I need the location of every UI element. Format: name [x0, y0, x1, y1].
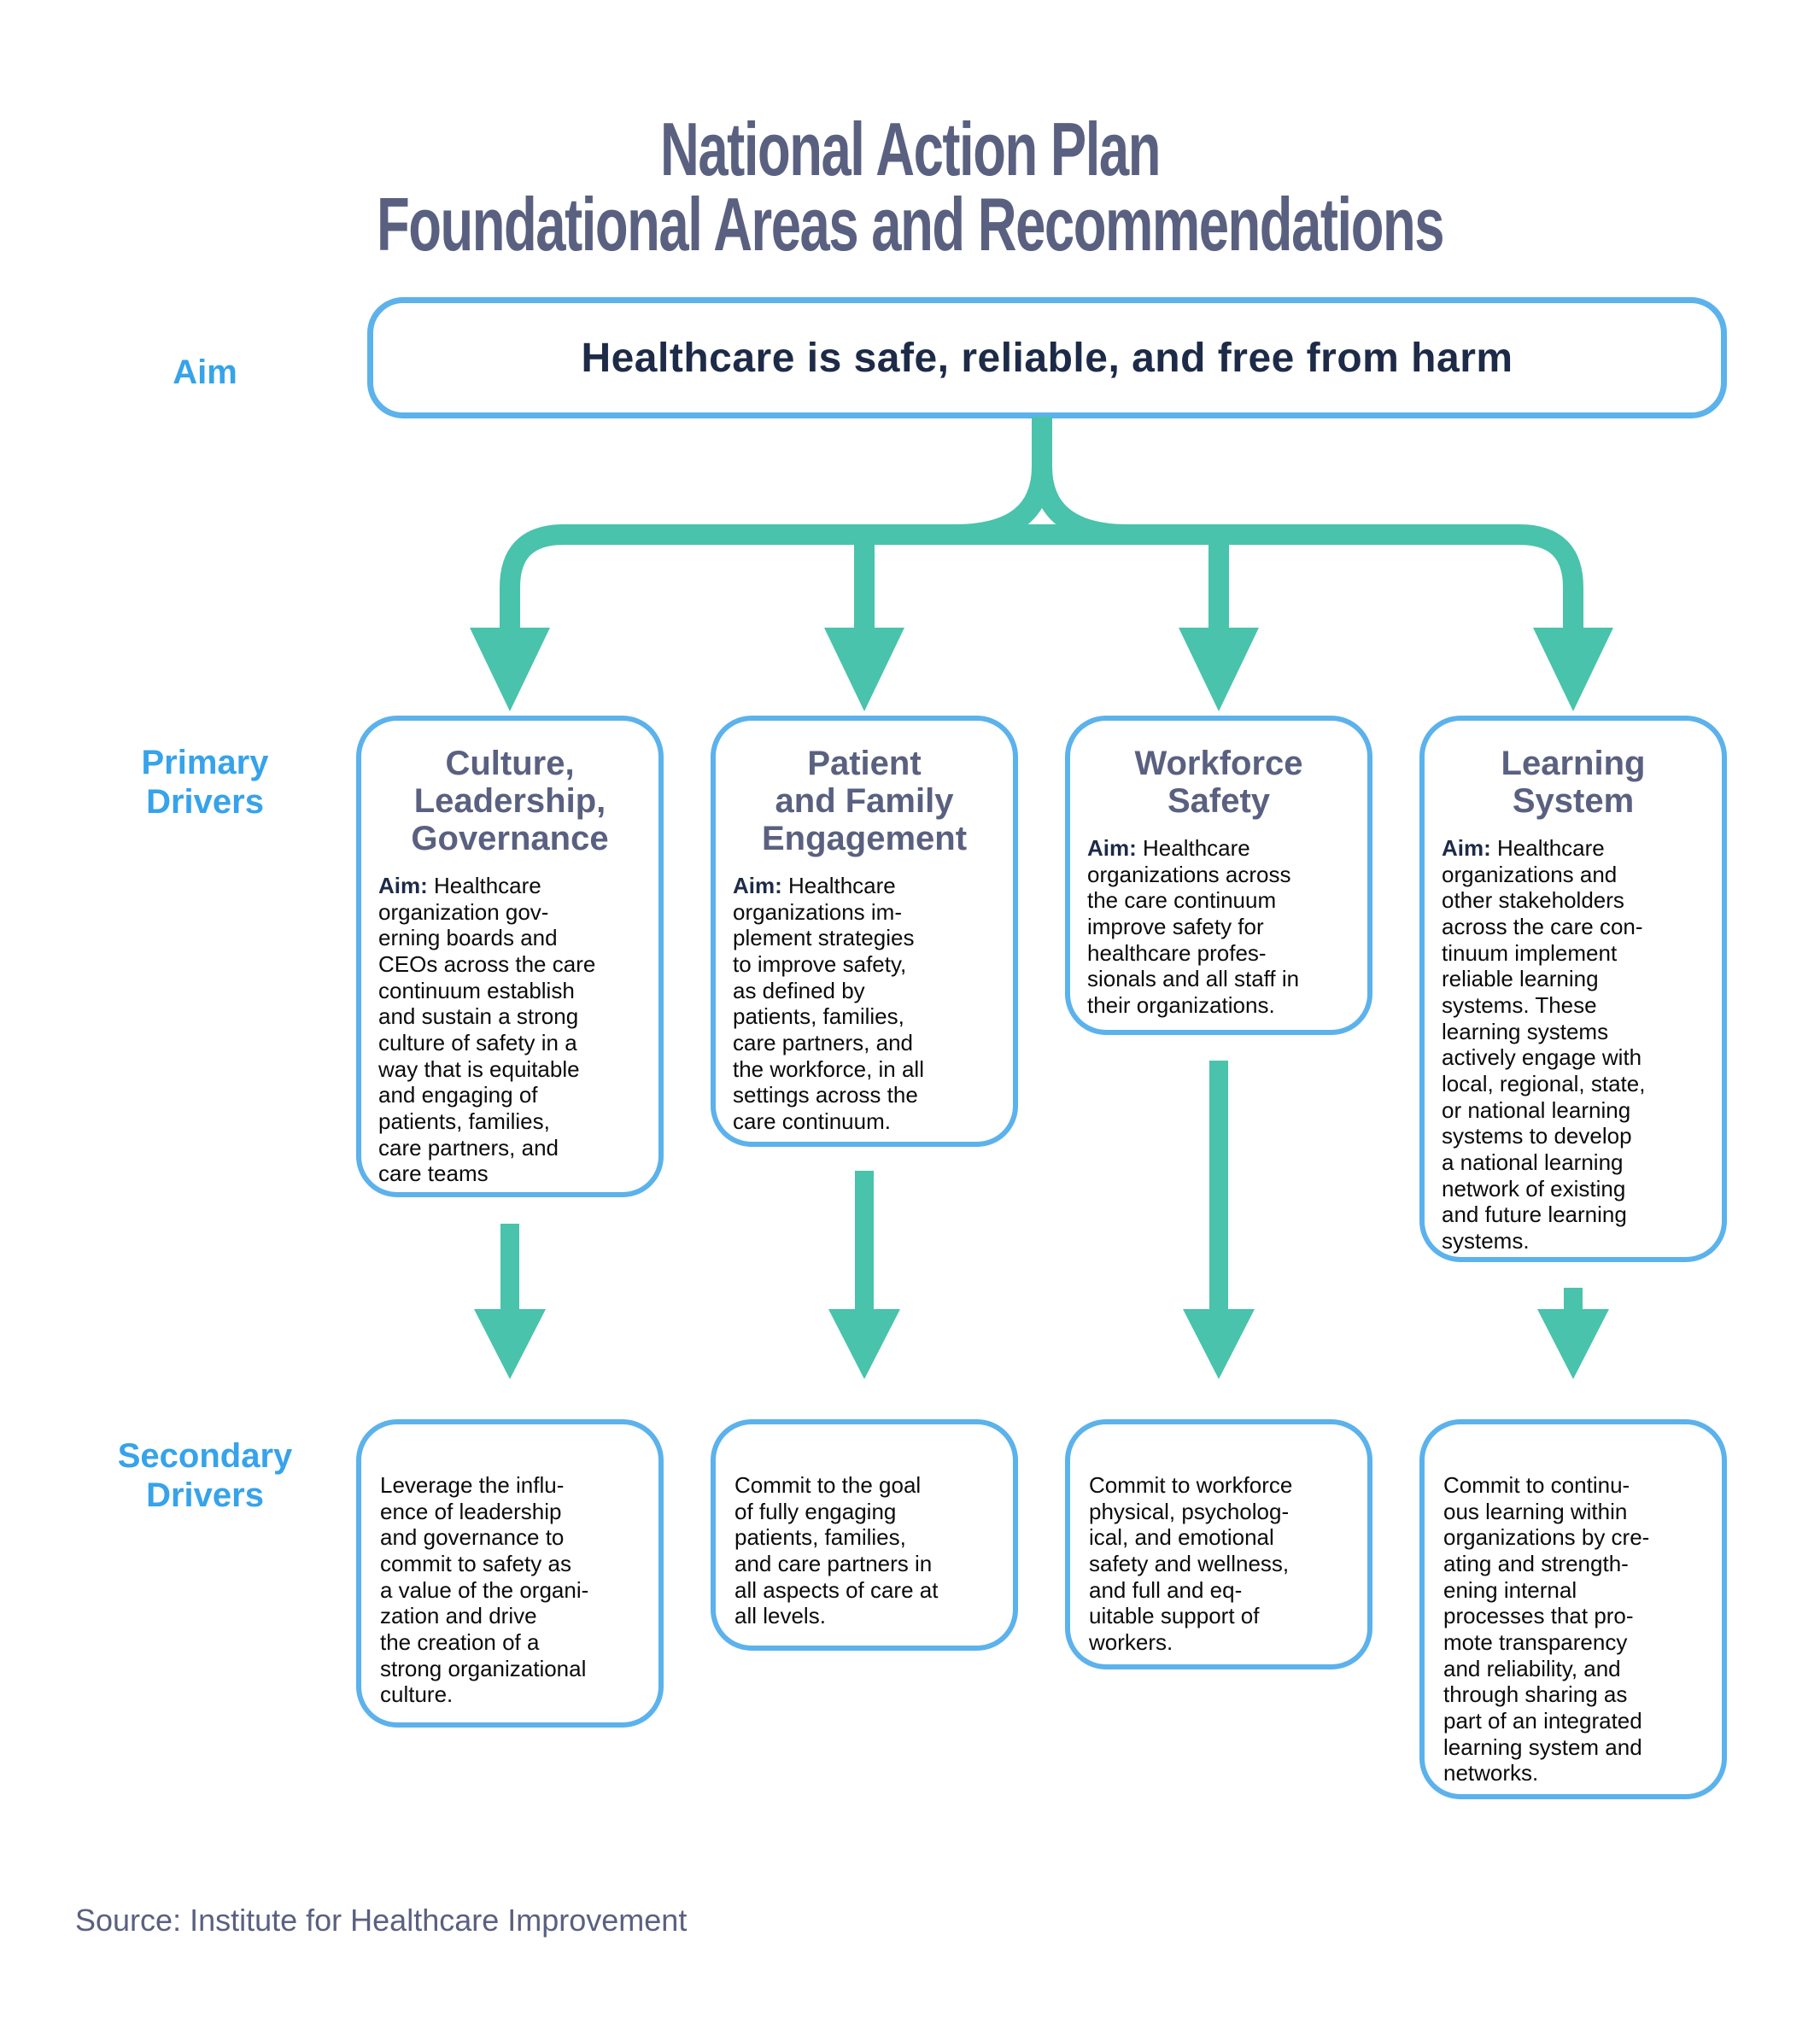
secondary-drivers-label: Secondary Drivers	[117, 1437, 293, 1514]
driver-box-body: Aim: Healthcare organizations im- plemen…	[733, 873, 996, 1135]
down-arrowhead-col4	[1533, 628, 1613, 711]
aim-label: Aim	[173, 354, 237, 391]
primary-drivers-label: Primary Drivers	[141, 744, 269, 821]
page-title-line-1: National Action Plan	[660, 106, 1161, 191]
page-title-line-2: Foundational Areas and Recommendations	[376, 181, 1444, 266]
secondary-arrowhead-col4	[1537, 1309, 1609, 1379]
secondary-box-patient-family-engagement: Commit to the goal of fully engaging pat…	[711, 1419, 1018, 1651]
driver-box-title: Learning System	[1501, 745, 1646, 820]
driver-box-patient-family-engagement: Patient and Family Engagement Aim: Healt…	[711, 716, 1018, 1147]
down-arrowhead-col3	[1179, 628, 1259, 711]
secondary-arrowhead-col1	[474, 1309, 546, 1379]
secondary-arrowhead-col3	[1183, 1309, 1255, 1379]
secondary-arrowhead-col2	[828, 1309, 900, 1379]
secondary-box-body: Commit to continu- ous learning within o…	[1443, 1472, 1650, 1786]
secondary-box-body: Commit to workforce physical, psycholog-…	[1089, 1472, 1293, 1656]
driver-box-body-text: Healthcare organizations im- plement str…	[733, 873, 924, 1135]
down-arrowhead-col2	[824, 628, 904, 711]
aim-prefix: Aim:	[1087, 835, 1137, 861]
secondary-box-body: Commit to the goal of fully engaging pat…	[734, 1472, 939, 1629]
driver-box-body-text: Healthcare organization gov- erning boar…	[378, 873, 596, 1187]
driver-box-body: Aim: Healthcare organizations and other …	[1442, 835, 1705, 1254]
aim-box: Healthcare is safe, reliable, and free f…	[367, 297, 1727, 418]
driver-box-title: Workforce Safety	[1134, 745, 1303, 820]
driver-box-workforce-safety: Workforce Safety Aim: Healthcare organiz…	[1065, 716, 1372, 1035]
driver-box-body-text: Healthcare organizations and other stake…	[1442, 835, 1646, 1254]
aim-flare-left	[954, 465, 1052, 545]
secondary-box-body: Leverage the influ- ence of leadership a…	[380, 1472, 589, 1708]
driver-box-learning-system: Learning System Aim: Healthcare organiza…	[1419, 716, 1727, 1262]
driver-box-title: Culture, Leadership, Governance	[411, 745, 609, 857]
secondary-box-learning-system: Commit to continu- ous learning within o…	[1419, 1419, 1727, 1799]
branch-bar	[500, 524, 1583, 640]
driver-box-body: Aim: Healthcare organization gov- erning…	[378, 873, 641, 1187]
driver-box-body: Aim: Healthcare organizations across the…	[1087, 835, 1350, 1019]
down-arrowhead-col1	[470, 628, 550, 711]
secondary-box-culture-leadership-governance: Leverage the influ- ence of leadership a…	[356, 1419, 664, 1728]
source-note: Source: Institute for Healthcare Improve…	[75, 1903, 688, 1938]
aim-prefix: Aim:	[378, 873, 428, 898]
driver-box-culture-leadership-governance: Culture, Leadership, Governance Aim: Hea…	[356, 716, 664, 1197]
aim-prefix: Aim:	[1442, 835, 1491, 861]
secondary-box-workforce-safety: Commit to workforce physical, psycholog-…	[1065, 1419, 1372, 1669]
driver-box-body-text: Healthcare organizations across the care…	[1087, 835, 1300, 1019]
aim-prefix: Aim:	[733, 873, 782, 898]
aim-flare-right	[1032, 465, 1130, 545]
driver-box-title: Patient and Family Engagement	[761, 745, 968, 857]
aim-box-text: Healthcare is safe, reliable, and free f…	[581, 335, 1513, 381]
